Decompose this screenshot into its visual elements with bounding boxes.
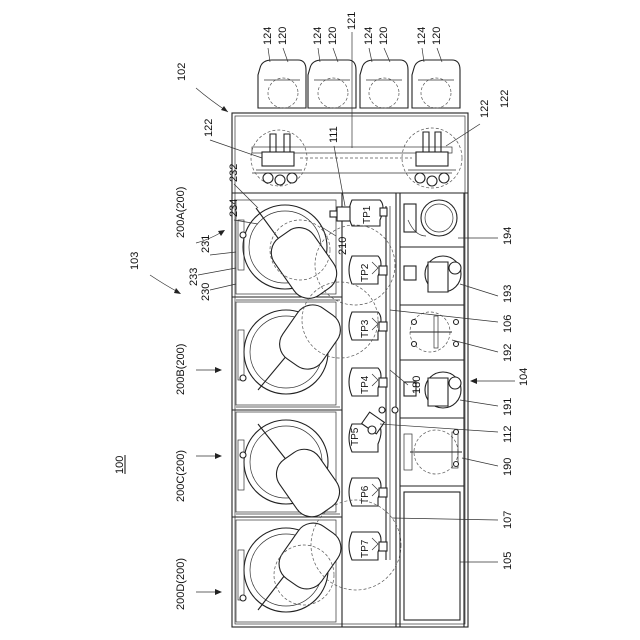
ref-234: 234 [228,199,240,217]
module-label-200c: 200C(200) [175,450,187,502]
ref-233: 233 [188,268,200,286]
ref-210: 210 [337,237,349,255]
unit-190 [404,430,462,475]
unit-192 [410,312,459,352]
ref-194: 194 [502,227,514,245]
ref-105: 105 [502,552,514,570]
figure-label: 100 [114,455,126,474]
ref-124-2: 124 [312,27,324,45]
ref-193: 193 [502,285,514,303]
ref-120-1: 120 [277,27,289,45]
ref-180: 180 [411,376,423,394]
right-column [400,193,464,627]
module-label-200d: 200D(200) [175,558,187,610]
unit-193 [404,256,461,292]
ref-120-4: 120 [431,27,443,45]
ref-190: 190 [502,458,514,476]
tp4-label: TP4 [360,375,371,394]
ref-106: 106 [502,315,514,333]
ref-122-top-right: 122 [499,90,511,108]
tp2-label: TP2 [360,263,371,282]
ref-103: 103 [129,252,141,270]
ref-104: 104 [518,368,530,386]
module-200c [236,412,347,524]
ref-124-1: 124 [262,27,274,45]
ref-231: 231 [200,235,212,253]
ref-122-left: 122 [203,119,215,137]
ref-191: 191 [502,398,514,416]
ref-120-3: 120 [378,27,390,45]
module-label-200b: 200B(200) [175,344,187,395]
ref-122-right: 122 [479,100,491,118]
module-label-200a: 200A(200) [175,187,187,238]
module-200a [236,200,344,305]
ref-121: 121 [346,12,358,30]
carrier-1 [258,60,306,108]
carrier-2 [308,60,356,108]
ref-192: 192 [502,344,514,362]
ref-232: 232 [228,164,240,182]
loading-block [232,128,468,193]
unit-105 [404,492,460,620]
unit-194 [404,200,457,236]
tp5-label: TP5 [350,427,361,446]
tp1-label: TP1 [362,205,373,224]
ref-120-2: 120 [327,27,339,45]
ref-111: 111 [328,126,340,143]
tp7-label: TP7 [360,539,371,558]
transfer-arm-left [251,130,307,186]
module-200d [236,516,348,622]
carrier-4 [412,60,460,108]
ref-124-3: 124 [363,27,375,45]
ref-230: 230 [200,283,212,301]
ref-107: 107 [502,511,514,529]
tp3-label: TP3 [360,319,371,338]
module-200b [236,298,347,405]
ref-102: 102 [176,63,188,81]
carrier-row: 124 120 124 120 124 120 124 120 [258,27,460,108]
ref-112: 112 [502,425,514,443]
carrier-3 [360,60,408,108]
ref-124-4: 124 [416,27,428,45]
tp1-station [330,200,387,226]
figure-number: 100 [114,456,126,474]
